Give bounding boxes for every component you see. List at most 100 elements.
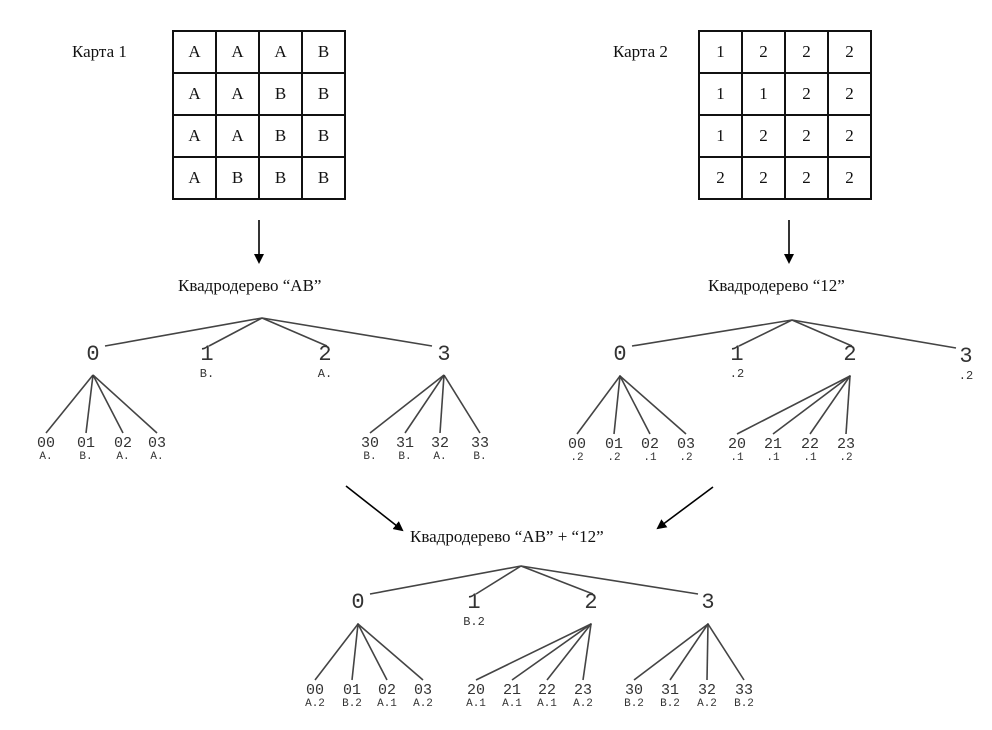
- ab-node-31-code: 31: [396, 435, 414, 452]
- arrow-ab-to-combined: [345, 485, 404, 532]
- edge-12-0-3: [619, 375, 687, 435]
- edge-comb-0-3: [357, 623, 424, 681]
- map-1-cell-3-0: A: [172, 156, 217, 200]
- ab-node-02-value: A.: [116, 451, 129, 463]
- quadtree-12-title: Квадродерево “12”: [708, 276, 845, 295]
- ab-node-1-value: B.: [200, 367, 214, 381]
- edge-ab-3-3: [443, 374, 481, 434]
- comb-node-03-code: 03: [414, 682, 432, 699]
- 12-node-3-code: 3: [959, 344, 972, 369]
- comb-node-20-code: 20: [467, 682, 485, 699]
- edge-comb-0-0: [314, 623, 359, 681]
- arrow-12-to-combined: [656, 486, 714, 530]
- edge-ab-root-2: [261, 317, 328, 347]
- ab-node-2-code: 2: [318, 342, 331, 367]
- map-2-label: Карта 2: [613, 42, 668, 61]
- edge-12-2-3: [845, 375, 851, 435]
- ab-node-0-code: 0: [86, 342, 99, 367]
- 12-node-00-code: 00: [568, 436, 586, 453]
- edge-ab-0-2: [92, 374, 124, 434]
- 12-node-00-value: .2: [570, 452, 583, 464]
- map-2-cell-2-1: 2: [741, 114, 786, 158]
- comb-node-0-code: 0: [351, 590, 364, 615]
- edge-12-2-0: [736, 375, 851, 435]
- map-2-cell-2-0: 1: [698, 114, 743, 158]
- edge-comb-root-1: [475, 565, 522, 595]
- comb-node-2-code: 2: [584, 590, 597, 615]
- edge-comb-2-0: [475, 623, 592, 681]
- 12-node-23-value: .2: [839, 452, 852, 464]
- map-1-cell-0-2: A: [258, 30, 303, 74]
- comb-node-02-value: A.1: [377, 698, 397, 710]
- ab-node-00-code: 00: [37, 435, 55, 452]
- comb-node-22-value: A.1: [537, 698, 557, 710]
- ab-node-31-value: B.: [398, 451, 411, 463]
- edge-ab-3-1: [404, 374, 445, 434]
- ab-node-30-code: 30: [361, 435, 379, 452]
- edge-12-root-2: [791, 319, 853, 347]
- map-1-cell-1-2: B: [258, 72, 303, 116]
- map-2-cell-1-1: 1: [741, 72, 786, 116]
- comb-node-01-code: 01: [343, 682, 361, 699]
- comb-node-30-code: 30: [625, 682, 643, 699]
- edge-ab-3-2: [439, 374, 445, 434]
- edge-ab-0-1: [85, 374, 94, 434]
- 12-node-01-value: .2: [607, 452, 620, 464]
- comb-node-20-value: A.1: [466, 698, 486, 710]
- edge-12-root-1: [738, 319, 793, 347]
- ab-node-00-value: A.: [39, 451, 52, 463]
- map-2-cell-0-3: 2: [827, 30, 872, 74]
- 12-node-22-code: 22: [801, 436, 819, 453]
- comb-node-1-code: 1: [467, 590, 480, 615]
- map-1-cell-2-1: A: [215, 114, 260, 158]
- edge-12-0-1: [613, 375, 621, 435]
- 12-node-21-code: 21: [764, 436, 782, 453]
- 12-node-01-code: 01: [605, 436, 623, 453]
- 12-node-20-value: .1: [730, 452, 744, 464]
- comb-node-0-value: .: [354, 615, 361, 629]
- map-1-cell-3-1: B: [215, 156, 260, 200]
- 12-node-20-code: 20: [728, 436, 746, 453]
- comb-node-3-value: .: [704, 615, 711, 629]
- edge-ab-3-0: [369, 374, 445, 434]
- edge-ab-root-3: [261, 317, 433, 347]
- comb-node-21-code: 21: [503, 682, 521, 699]
- map-1-cell-1-1: A: [215, 72, 260, 116]
- map-2-cell-1-3: 2: [827, 72, 872, 116]
- ab-node-30-value: B.: [363, 451, 376, 463]
- comb-node-02-code: 02: [378, 682, 396, 699]
- edge-comb-3-2: [706, 623, 709, 681]
- 12-node-23-code: 23: [837, 436, 855, 453]
- comb-node-31-value: B.2: [660, 698, 680, 710]
- edge-12-0-2: [619, 375, 651, 435]
- 12-node-1-value: .2: [730, 367, 744, 381]
- ab-node-02-code: 02: [114, 435, 132, 452]
- comb-node-01-value: B.2: [342, 698, 362, 710]
- comb-node-32-code: 32: [698, 682, 716, 699]
- comb-node-22-code: 22: [538, 682, 556, 699]
- edge-comb-2-1: [511, 623, 592, 681]
- map-2-cell-2-3: 2: [827, 114, 872, 158]
- edge-comb-0-1: [351, 623, 359, 681]
- 12-node-0-value: .: [616, 367, 623, 381]
- map-2-cell-0-2: 2: [784, 30, 829, 74]
- comb-node-33-value: B.2: [734, 698, 754, 710]
- edge-comb-root-3: [520, 565, 699, 595]
- comb-node-33-code: 33: [735, 682, 753, 699]
- 12-node-03-code: 03: [677, 436, 695, 453]
- ab-node-33-code: 33: [471, 435, 489, 452]
- map-2-cell-2-2: 2: [784, 114, 829, 158]
- edge-comb-3-0: [633, 623, 709, 681]
- map-1-cell-0-1: A: [215, 30, 260, 74]
- map-1-cell-1-3: B: [301, 72, 346, 116]
- edge-12-root-0: [631, 319, 793, 347]
- ab-node-33-value: B.: [473, 451, 486, 463]
- 12-node-1-code: 1: [730, 342, 743, 367]
